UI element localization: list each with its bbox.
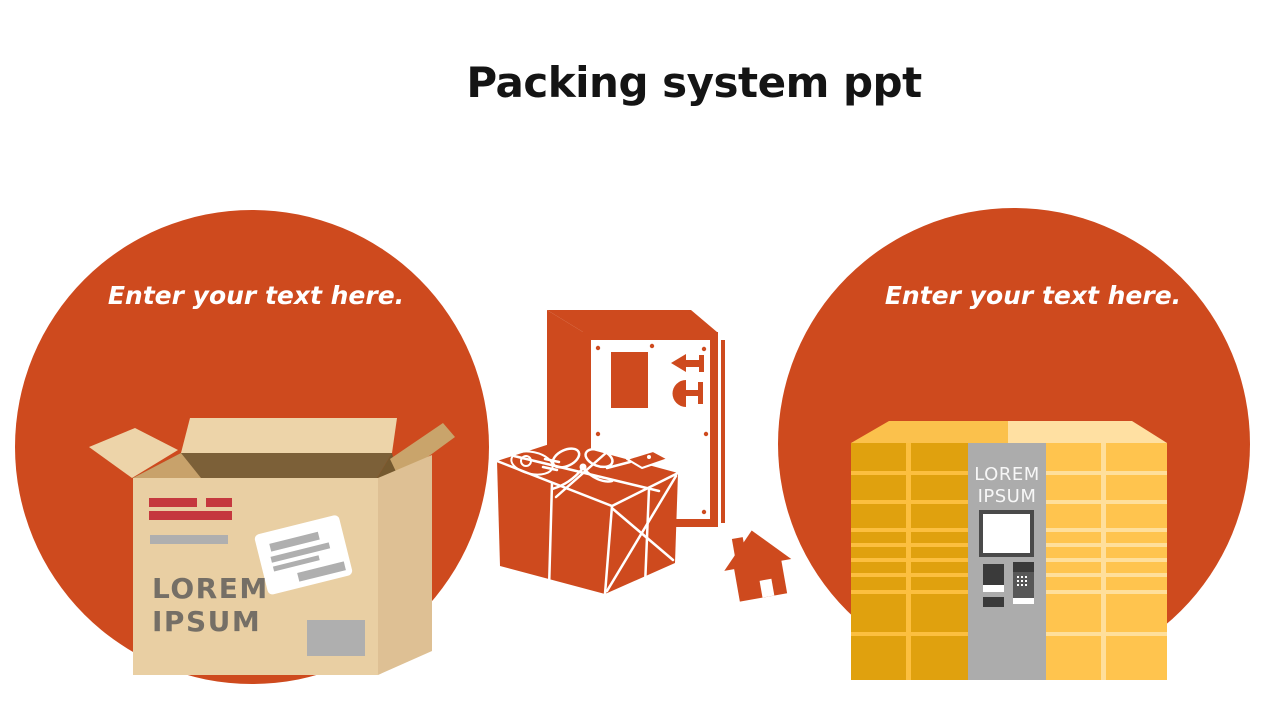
box-right-flap: [390, 423, 455, 478]
crate-label: [611, 352, 648, 408]
red-line: [149, 498, 197, 507]
house-body: [733, 556, 788, 602]
postage-stamp-icon: [307, 620, 365, 656]
parcel-tag-icon: [605, 450, 669, 470]
kiosk-screen-icon: [979, 510, 1034, 557]
box-back-flap: [181, 418, 397, 453]
box-flaps: [89, 418, 455, 478]
open-cardboard-box-icon: LOREM IPSUM: [89, 418, 455, 675]
locker-bank-right: [1046, 443, 1167, 680]
left-placeholder-text: Enter your text here.: [108, 281, 404, 310]
kiosk-buttons: [983, 564, 1004, 607]
box-opening: [133, 453, 392, 478]
label-line: [270, 542, 331, 563]
crate-right-edge: [721, 340, 725, 523]
parcel-front-face: [497, 461, 612, 594]
slide-title: Packing system ppt: [466, 58, 922, 107]
red-line: [206, 498, 232, 507]
address-lines: [149, 498, 232, 544]
kiosk-keypad-icon: [1013, 562, 1034, 604]
wrapped-parcel-icon: [495, 441, 680, 596]
parcel-string-lines: [495, 450, 680, 596]
kiosk-label-line2: IPSUM: [978, 486, 1037, 507]
label-line: [272, 555, 320, 572]
box-left-flap: [89, 428, 178, 478]
shipping-label-icon: [254, 515, 353, 595]
right-placeholder-text: Enter your text here.: [885, 281, 1181, 310]
box-label-line2: IPSUM: [152, 605, 261, 638]
kiosk-label-line1: LOREM: [974, 464, 1039, 485]
box-side-face: [378, 455, 432, 675]
kiosk-body: [968, 443, 1046, 680]
fragile-glass-icon: [672, 380, 703, 407]
house-icon: [724, 530, 792, 602]
label-line: [269, 531, 320, 552]
red-line: [149, 511, 232, 520]
ribbon-bow-icon: [550, 447, 614, 491]
kiosk-panel: LOREM IPSUM: [968, 443, 1046, 680]
this-side-up-arrow-icon: [671, 354, 704, 372]
crate-top: [547, 310, 717, 332]
locker-bank-left: [851, 443, 968, 680]
box-inside-left: [133, 453, 201, 478]
box-label-line1: LOREM: [152, 572, 269, 605]
parcel-locker-icon: LOREM IPSUM: [851, 421, 1167, 680]
locker-top-right: [1008, 421, 1167, 443]
label-line: [297, 561, 346, 582]
gray-line: [150, 535, 228, 544]
locker-top-left: [851, 421, 1008, 443]
house-door: [759, 578, 775, 598]
